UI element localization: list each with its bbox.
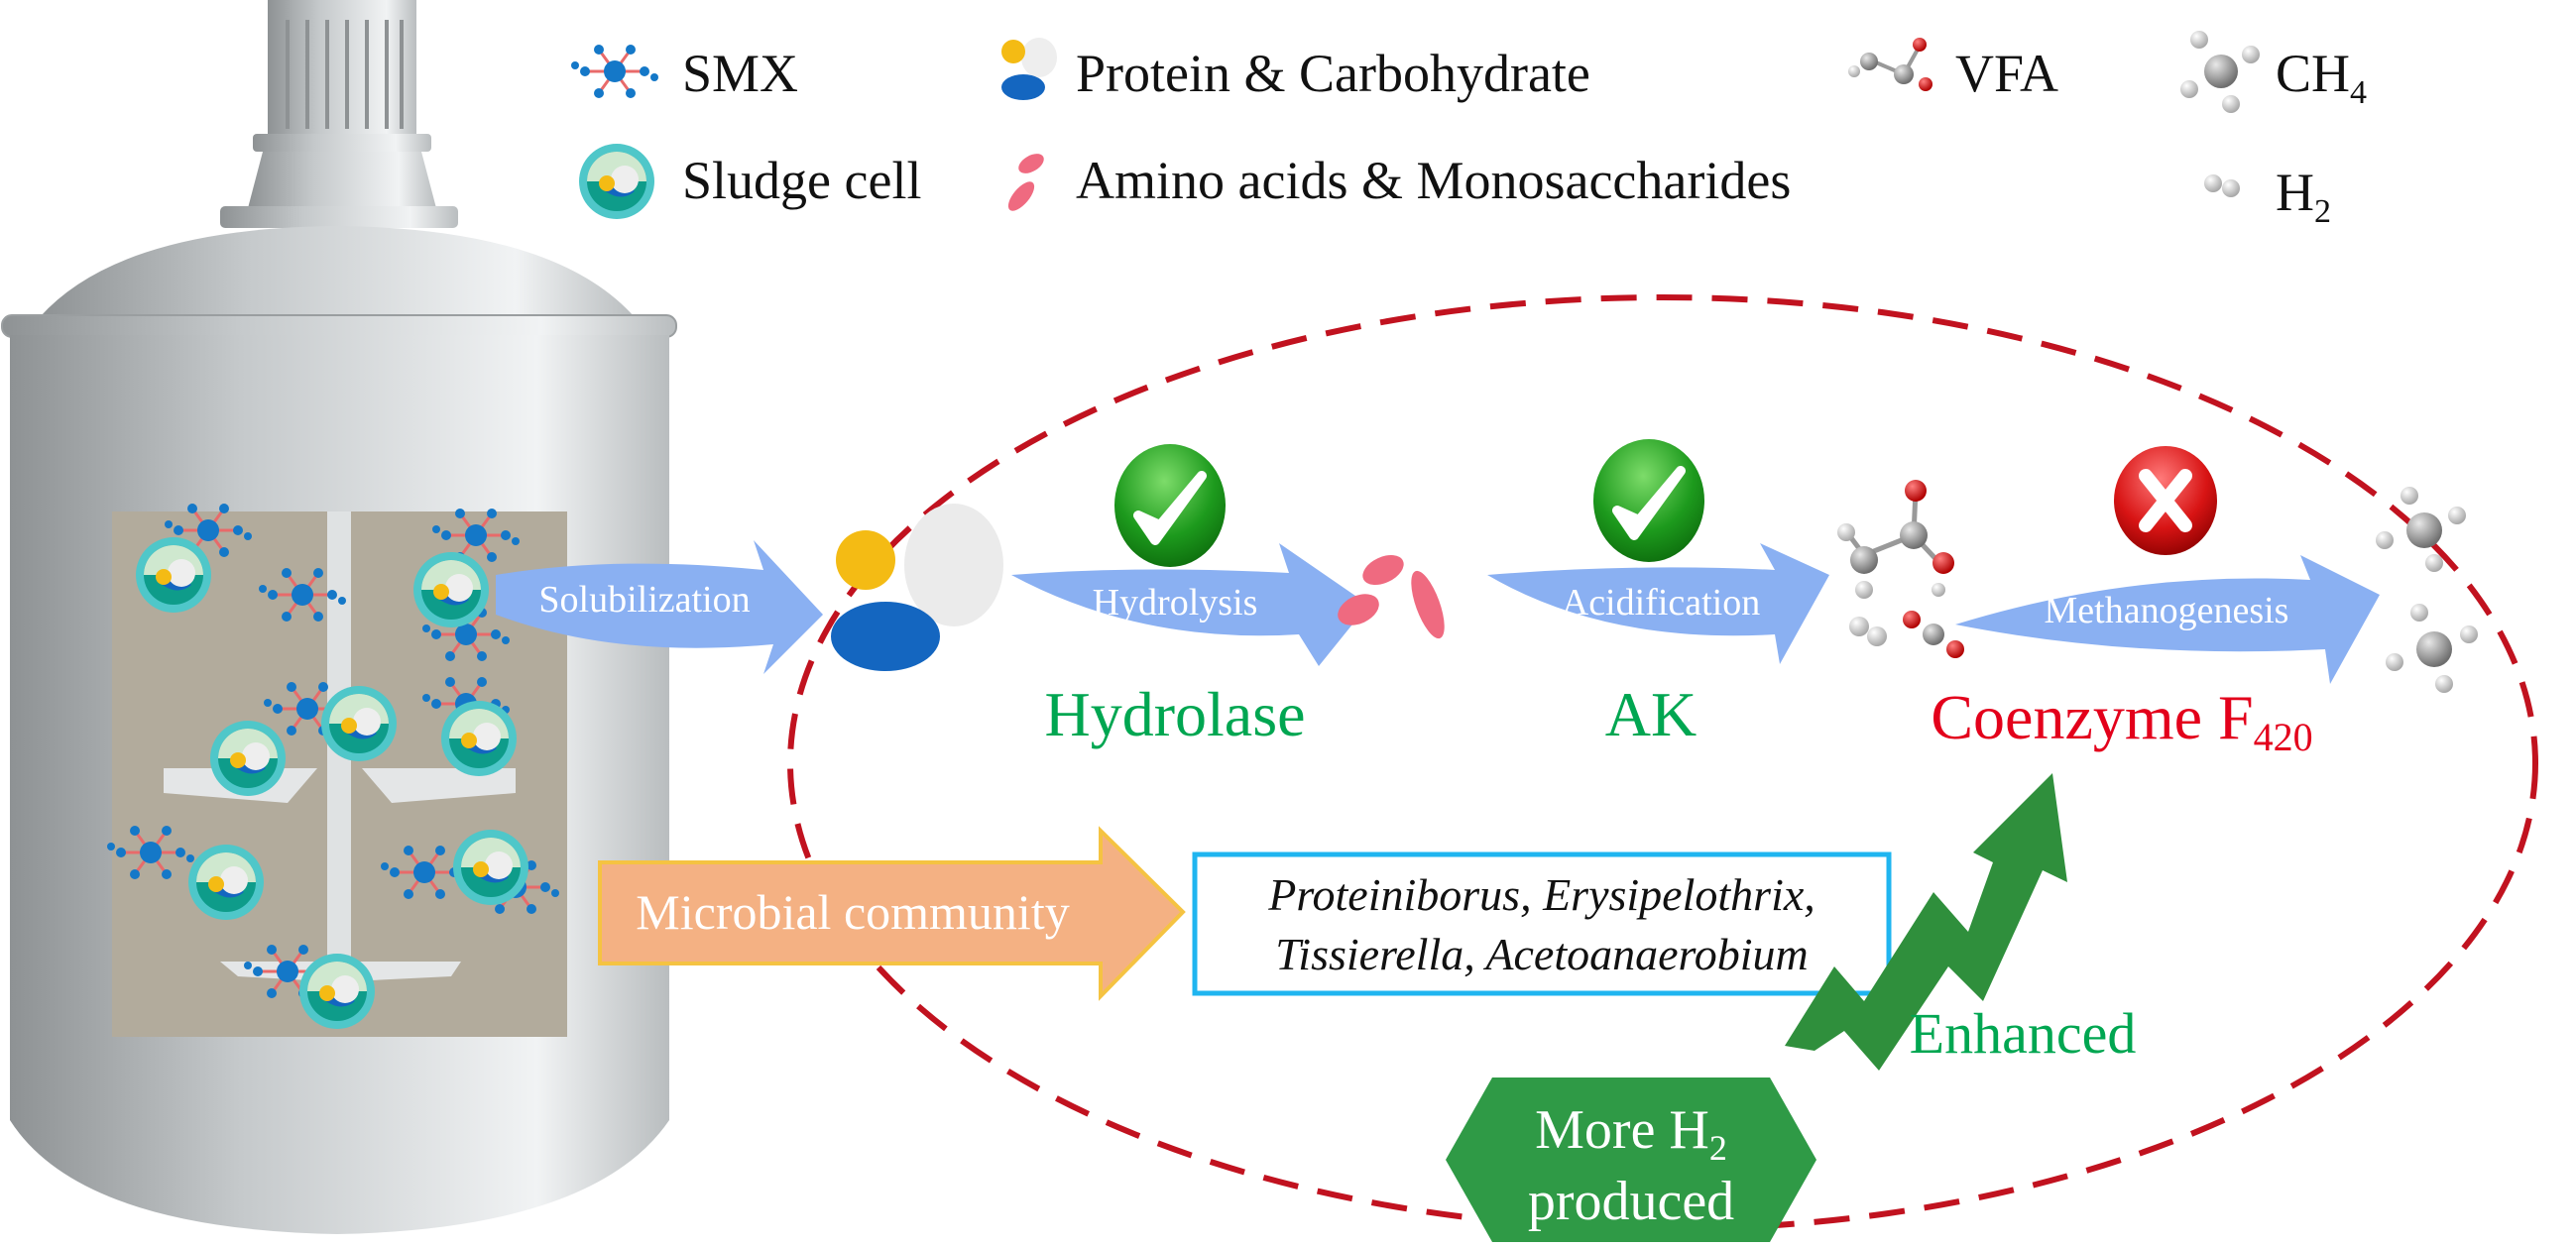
h2-icon [2204, 174, 2240, 197]
vfa-molecules [1837, 480, 1964, 658]
enhanced-label: Enhanced [1910, 1001, 2137, 1066]
legend-h2: H2 [2276, 163, 2331, 230]
anaerobic-reactor [1, 0, 677, 1234]
methanogenesis-label: Methanogenesis [2045, 590, 2289, 631]
protein-carbohydrate-particles [831, 504, 1003, 671]
acidification-label: Acidification [1562, 582, 1760, 624]
legend-ch4: CH4 [2276, 44, 2367, 111]
outcome-line-2: produced [1528, 1171, 1734, 1232]
vfa-icon [1848, 38, 1932, 91]
amino-acid-particles [1338, 554, 1445, 639]
microbial-community-label: Microbial community [636, 884, 1069, 940]
legend-sludge-cell: Sludge cell [682, 151, 921, 210]
sludge-cell-icon [579, 144, 654, 219]
genera-line-2: Tissierella, Acetoanaerobium [1275, 929, 1809, 979]
acidification-arrow: Acidification [1487, 543, 1829, 664]
cross-icon [2114, 446, 2217, 555]
outcome-hexagon: More H2 produced [1446, 1078, 1816, 1242]
hydrolase-label: Hydrolase [1044, 679, 1305, 749]
stirrer-blade [351, 962, 461, 981]
hydrolysis-label: Hydrolysis [1093, 582, 1258, 624]
ch4-icon [2180, 31, 2260, 113]
genera-line-1: Proteiniborus, Erysipelothrix, [1267, 869, 1815, 920]
protein-carbohydrate-icon [1001, 38, 1057, 100]
coenzyme-f420-label: Coenzyme F420 [1931, 682, 2312, 759]
legend-vfa: VFA [1955, 44, 2058, 103]
check-icon [1593, 439, 1704, 562]
legend-smx: SMX [682, 44, 798, 103]
legend-amino-acids: Amino acids & Monosaccharides [1076, 151, 1791, 210]
solubilization-label: Solubilization [538, 579, 750, 621]
reactor-cap-ridges [286, 20, 404, 129]
genera-box: Proteiniborus, Erysipelothrix, Tissierel… [1192, 851, 1892, 996]
trend-up-arrow-icon [1785, 773, 2067, 1071]
smx-icon [569, 43, 660, 100]
microbial-community-arrow: Microbial community [598, 826, 1186, 1001]
stirrer-blade [362, 768, 516, 803]
hydrolysis-arrow: Hydrolysis [1011, 543, 1368, 666]
ak-label: AK [1605, 679, 1697, 749]
ch4-molecules [2376, 487, 2478, 693]
legend: SMX Protein & Carbohydrate VFA CH4 Sludg… [569, 31, 2367, 230]
legend-protein-carbohydrate: Protein & Carbohydrate [1076, 44, 1590, 103]
solubilization-arrow: Solubilization [496, 540, 823, 674]
amino-acid-icon [1007, 154, 1044, 211]
check-icon [1114, 444, 1226, 567]
outcome-line-1: More H2 [1535, 1099, 1727, 1168]
methanogenesis-arrow: Methanogenesis [1955, 555, 2380, 684]
